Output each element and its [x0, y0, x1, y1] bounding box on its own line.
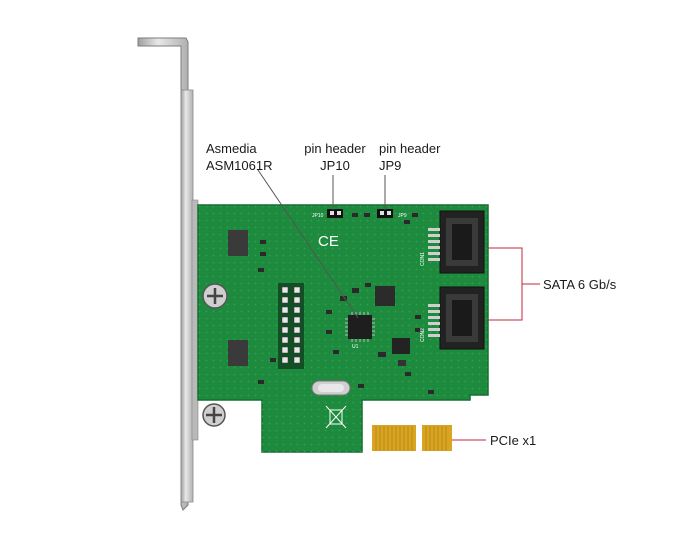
pcie-gold-fingers [372, 425, 452, 451]
jp10-label-line2: JP10 [320, 158, 350, 173]
pin-header-jp10 [327, 209, 343, 218]
pcb-board [197, 204, 489, 453]
jp10-silkscreen: JP10 [312, 213, 324, 219]
voltage-regulator-ic [392, 338, 410, 366]
jp10-label: pin header JP10 [298, 140, 372, 174]
jp10-label-line1: pin header [304, 141, 366, 156]
asm1061r-chip [345, 312, 375, 342]
ce-mark: CE [318, 233, 339, 250]
weee-bin-icon [325, 405, 347, 429]
screw-icon [202, 283, 228, 309]
u1-silkscreen: U1 [352, 344, 359, 350]
sata-label: SATA 6 Gb/s [543, 277, 617, 292]
jp9-silkscreen: JP9 [398, 213, 407, 219]
sata-bracket-line [488, 247, 523, 321]
crystal-oscillator [311, 380, 351, 396]
sata-pins [428, 228, 440, 337]
pcie-label: PCIe x1 [490, 433, 537, 448]
pin-header-grid [278, 283, 304, 369]
jp9-label-line2: JP9 [379, 158, 402, 173]
pin-header-jp9 [377, 209, 393, 218]
jp9-label: pin header JP9 [379, 140, 440, 174]
smd-components-top [352, 213, 418, 224]
sata-connector-2 [439, 286, 485, 350]
con1-silkscreen: CON1 [420, 252, 426, 266]
jp9-label-line1: pin header [379, 141, 441, 156]
chip-leader-line [257, 169, 359, 319]
sata-connector-1 [439, 210, 485, 274]
screw-icon [202, 403, 226, 427]
pci-bracket [137, 37, 199, 511]
chip-label-line2: ASM1061R [206, 158, 273, 173]
chip-label-line1: Asmedia [206, 141, 257, 156]
chip-label: Asmedia ASM1061R [206, 140, 272, 174]
smd-components-left [228, 230, 276, 384]
smd-components-center [326, 283, 434, 394]
secondary-ic [375, 286, 395, 306]
leader-lines [257, 169, 540, 441]
con2-silkscreen: CON2 [420, 328, 426, 342]
